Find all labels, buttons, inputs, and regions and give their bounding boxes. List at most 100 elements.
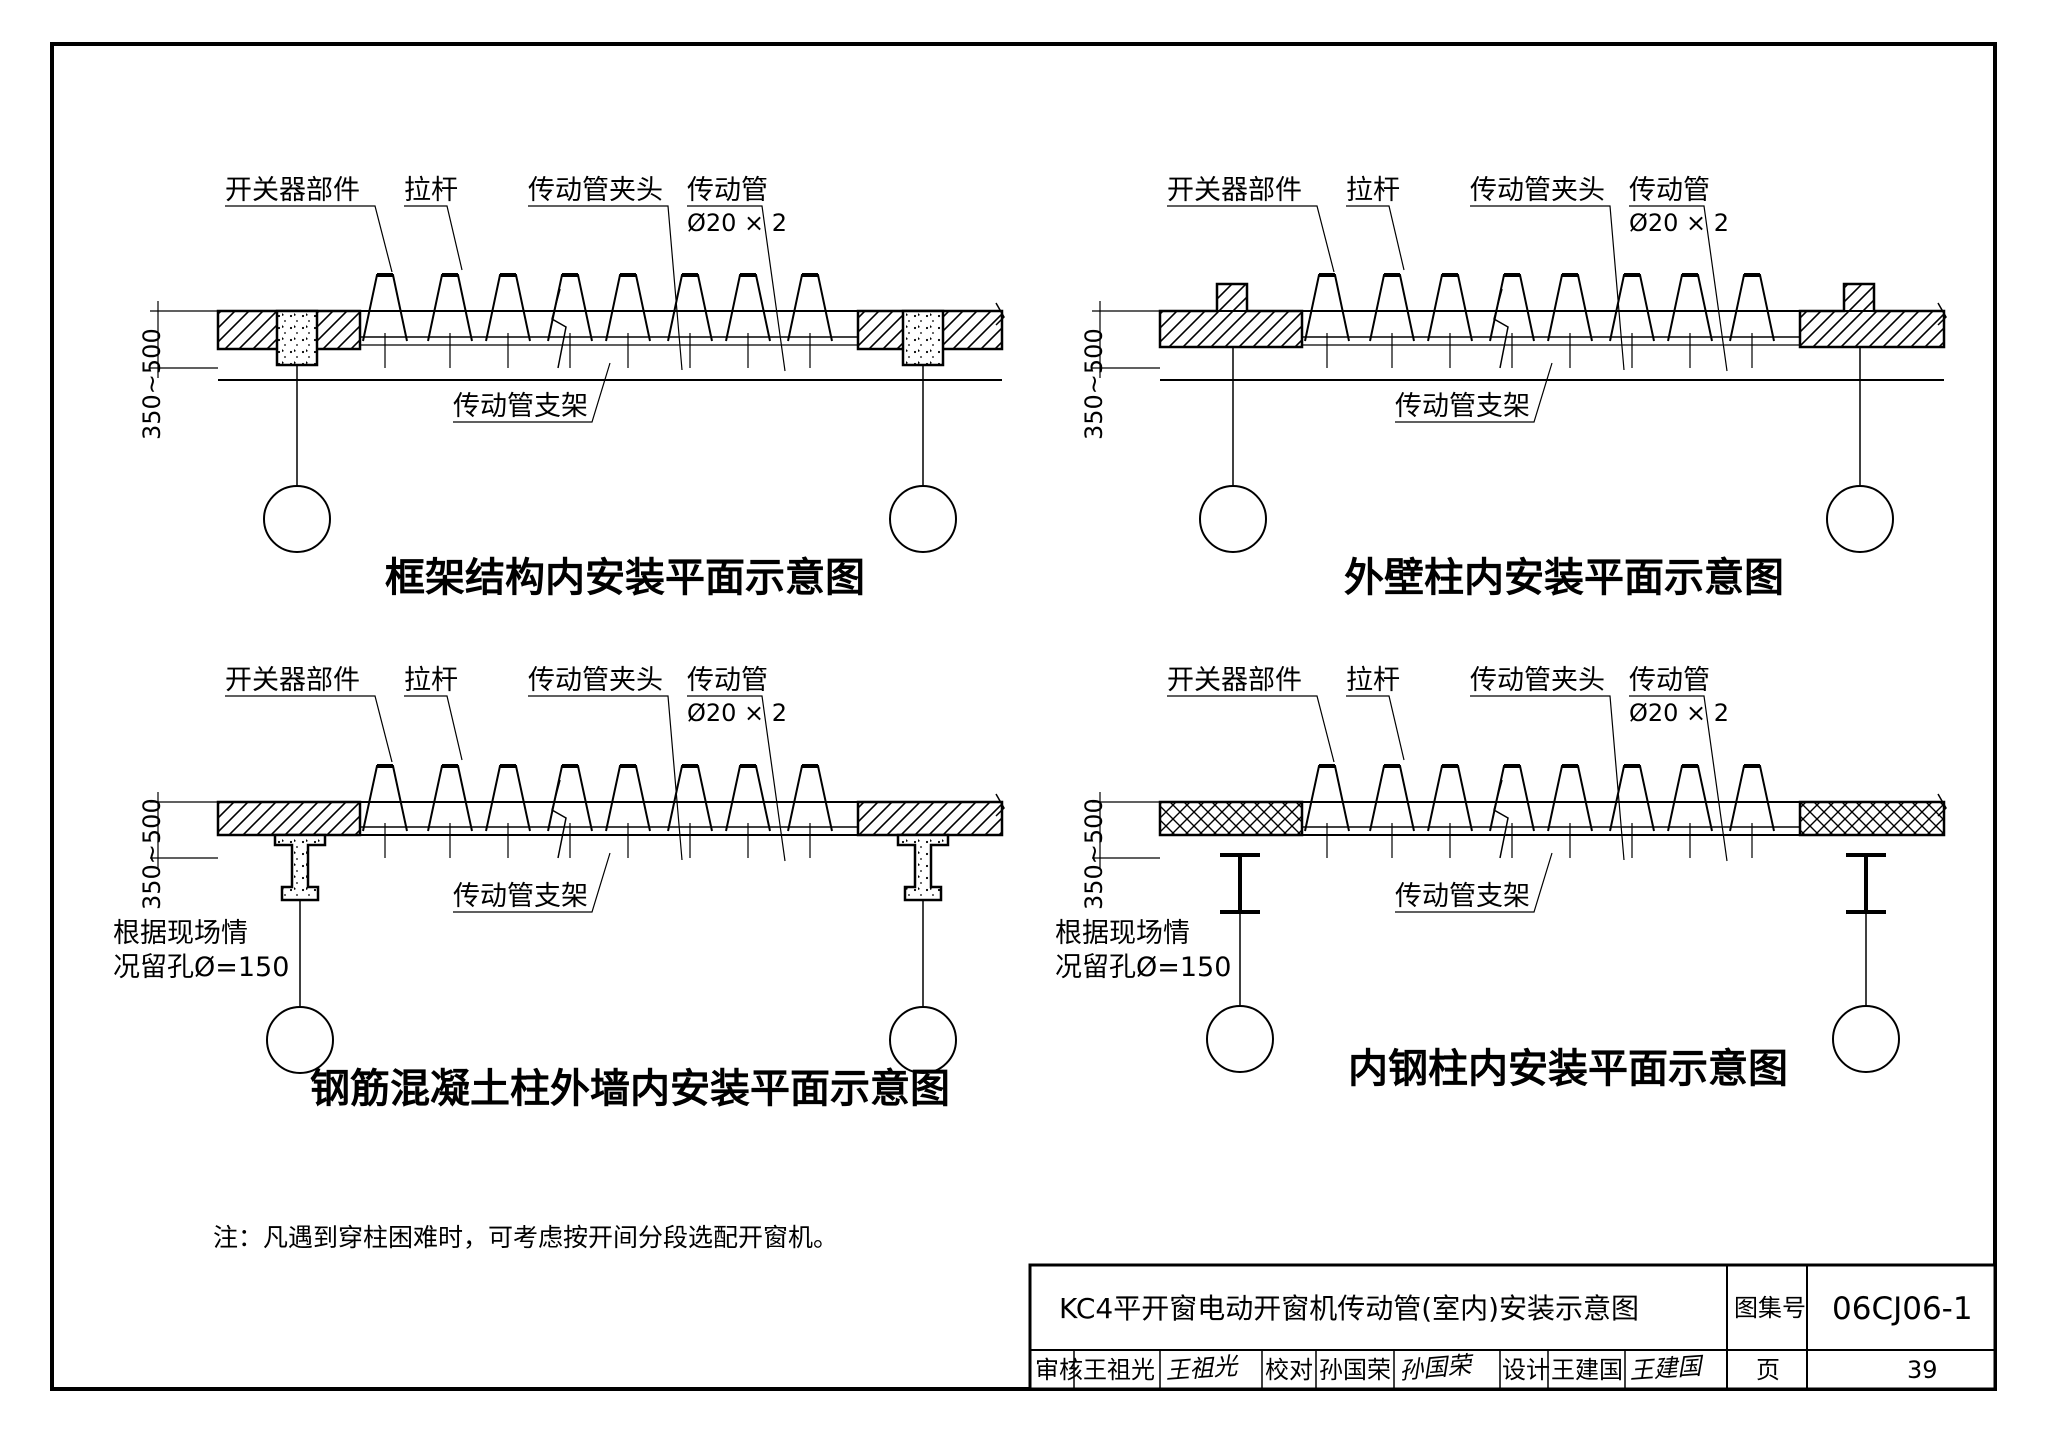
drive-tube-label: 传动管 xyxy=(1629,665,1710,696)
column-section xyxy=(273,833,327,902)
tube-spec-label: Ø20 × 2 xyxy=(1629,699,1729,727)
page-label: 页 xyxy=(1756,1356,1780,1384)
break-symbol xyxy=(551,779,567,859)
break-symbol xyxy=(551,288,567,369)
checker-name: 孙国荣 xyxy=(1319,1356,1391,1384)
dimension-label: 350~500 xyxy=(1080,798,1108,910)
switch-unit xyxy=(1547,274,1593,342)
tube-support-label: 传动管支架 xyxy=(453,881,588,912)
switch-unit xyxy=(427,765,473,832)
column-section xyxy=(275,309,319,367)
insulation-section xyxy=(1158,800,1304,837)
callout-labels: 开关器部件 拉杆 传动管夹头 传动管 Ø20 × 2 传动管支架 350~500… xyxy=(113,665,787,983)
leader-tube-clamp xyxy=(528,695,683,861)
switch-unit xyxy=(1729,765,1775,832)
leader-pull-rod xyxy=(1346,695,1405,761)
insulation-section xyxy=(1798,800,1946,837)
callout-labels: 开关器部件 拉杆 传动管夹头 传动管 Ø20 × 2 传动管支架 350~500 xyxy=(138,175,787,440)
axis-bubble xyxy=(889,1006,957,1074)
leader-switch-part xyxy=(1167,205,1335,273)
pilaster-section xyxy=(1158,282,1304,349)
check-label: 校对 xyxy=(1265,1356,1313,1384)
switch-unit xyxy=(605,274,651,342)
switch-unit xyxy=(787,274,833,342)
axis-bubble xyxy=(1826,485,1894,553)
dimension-label: 350~500 xyxy=(138,328,166,440)
drawing-note: 注：凡遇到穿柱困难时，可考虑按开间分段选配开窗机。 xyxy=(213,1223,838,1252)
switch-unit xyxy=(1369,274,1415,342)
leader-tube-clamp xyxy=(1470,205,1625,371)
leader-drive-tube xyxy=(687,205,786,372)
drive-tube-label: 传动管 xyxy=(687,175,768,206)
pull-rod-label: 拉杆 xyxy=(1346,175,1400,206)
atlas-number-label: 图集号 xyxy=(1734,1294,1806,1322)
tube-clamp-label: 传动管夹头 xyxy=(528,175,663,206)
switch-unit xyxy=(362,274,408,342)
diagram-title: 内钢柱内安装平面示意图 xyxy=(1348,1046,1788,1092)
leader-switch-part xyxy=(225,205,393,273)
reviewer-signature: 王祖光 xyxy=(1164,1352,1240,1385)
switch-unit xyxy=(605,765,651,832)
reserve-hole-label-line2: 况留孔Ø=150 xyxy=(113,952,289,983)
wall-section xyxy=(216,800,362,837)
leader-tube-clamp xyxy=(1470,695,1625,861)
leader-pull-rod xyxy=(1346,205,1405,271)
switch-unit xyxy=(787,765,833,832)
column-section xyxy=(896,833,950,902)
diagram-drawing xyxy=(1092,205,1947,553)
switch-part-label: 开关器部件 xyxy=(1167,175,1302,206)
switch-unit xyxy=(725,274,771,342)
switch-unit xyxy=(362,765,408,832)
review-label: 审核 xyxy=(1035,1356,1083,1384)
diagram-title: 外壁柱内安装平面示意图 xyxy=(1344,555,1784,601)
switch-unit xyxy=(1547,765,1593,832)
tube-clamp-label: 传动管夹头 xyxy=(528,665,663,696)
diagram-drawing xyxy=(1092,695,1947,1073)
pull-rod-label: 拉杆 xyxy=(404,175,458,206)
tube-clamp-label: 传动管夹头 xyxy=(1470,175,1605,206)
diagram-frame-structure: 开关器部件 拉杆 传动管夹头 传动管 Ø20 × 2 传动管支架 350~500… xyxy=(138,175,1005,601)
leader-pull-rod xyxy=(404,205,463,271)
drive-tube-label: 传动管 xyxy=(687,665,768,696)
switch-unit xyxy=(1369,765,1415,832)
diagram-inner-steel-column: 开关器部件 拉杆 传动管夹头 传动管 Ø20 × 2 传动管支架 350~500… xyxy=(1055,665,1947,1092)
diagram-exterior-pilaster: 开关器部件 拉杆 传动管夹头 传动管 Ø20 × 2 传动管支架 350~500… xyxy=(1080,175,1947,601)
pull-rod-label: 拉杆 xyxy=(404,665,458,696)
switch-unit xyxy=(1304,274,1350,342)
reserve-hole-label-line1: 根据现场情 xyxy=(1055,918,1190,949)
sheet-border xyxy=(50,42,1997,1391)
tube-support-label: 传动管支架 xyxy=(1395,881,1530,912)
designer-signature: 王建国 xyxy=(1628,1352,1705,1385)
column-section xyxy=(901,309,945,367)
reserve-hole-label-line1: 根据现场情 xyxy=(113,918,248,949)
break-symbol xyxy=(1493,288,1509,369)
switch-unit xyxy=(485,765,531,832)
switch-unit xyxy=(427,274,473,342)
leader-tube-support xyxy=(1395,362,1553,423)
reserve-hole-label-line2: 况留孔Ø=150 xyxy=(1055,952,1231,983)
axis-bubble xyxy=(266,1006,334,1074)
title-block: KC4平开窗电动开窗机传动管(室内)安装示意图 图集号 06CJ06-1 审核 … xyxy=(1028,1263,1997,1391)
switch-unit xyxy=(725,765,771,832)
leader-tube-support xyxy=(1395,852,1553,913)
pilaster-section xyxy=(1798,282,1946,349)
leader-tube-clamp xyxy=(528,205,683,371)
reviewer-name: 王祖光 xyxy=(1083,1356,1155,1384)
switch-unit xyxy=(1427,765,1473,832)
diagram-title: 钢筋混凝土柱外墙内安装平面示意图 xyxy=(310,1066,950,1112)
axis-bubble xyxy=(1199,485,1267,553)
leader-drive-tube xyxy=(1629,695,1728,862)
switch-part-label: 开关器部件 xyxy=(225,175,360,206)
switch-unit xyxy=(1427,274,1473,342)
tube-support-label: 传动管支架 xyxy=(1395,391,1530,422)
title-block-frame xyxy=(1028,1263,1997,1391)
design-label: 设计 xyxy=(1502,1356,1550,1384)
dimension-label: 350~500 xyxy=(1080,328,1108,440)
axis-bubble xyxy=(263,485,331,553)
designer-name: 王建国 xyxy=(1551,1356,1623,1384)
switch-unit xyxy=(1667,274,1713,342)
diagram-rc-column-wall: 开关器部件 拉杆 传动管夹头 传动管 Ø20 × 2 传动管支架 350~500… xyxy=(113,665,1005,1112)
switch-unit xyxy=(1729,274,1775,342)
diagram-drawing xyxy=(150,205,1005,553)
